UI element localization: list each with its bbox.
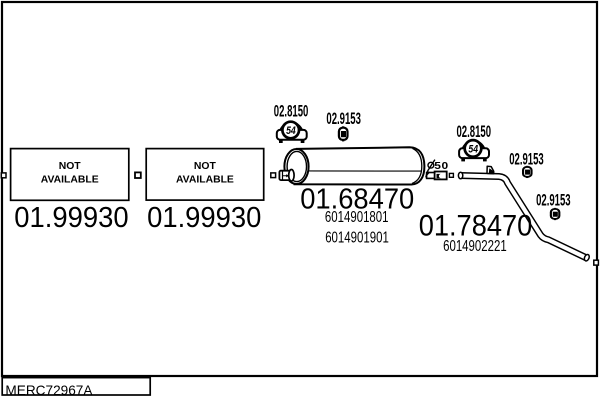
svg-text:AVAILABLE: AVAILABLE — [176, 174, 234, 185]
svg-text:01.99930: 01.99930 — [147, 200, 261, 233]
svg-text:6014901801: 6014901801 — [325, 207, 389, 225]
svg-text:MERC72967A: MERC72967A — [5, 382, 93, 398]
svg-text:02.8150: 02.8150 — [457, 122, 492, 140]
svg-text:NOT: NOT — [194, 161, 217, 172]
svg-text:NOT: NOT — [59, 161, 82, 172]
svg-text:02.8150: 02.8150 — [274, 102, 309, 120]
svg-text:02.9153: 02.9153 — [326, 109, 361, 127]
svg-text:02.9153: 02.9153 — [536, 191, 571, 209]
svg-text:50: 50 — [434, 161, 449, 172]
svg-text:6014901901: 6014901901 — [325, 227, 389, 245]
svg-text:01.78470: 01.78470 — [419, 209, 533, 242]
svg-text:01.99930: 01.99930 — [14, 200, 128, 233]
svg-text:AVAILABLE: AVAILABLE — [41, 174, 99, 185]
svg-text:01.68470: 01.68470 — [300, 183, 414, 215]
svg-text:6014902221: 6014902221 — [443, 236, 507, 254]
svg-text:02.9153: 02.9153 — [509, 150, 544, 168]
